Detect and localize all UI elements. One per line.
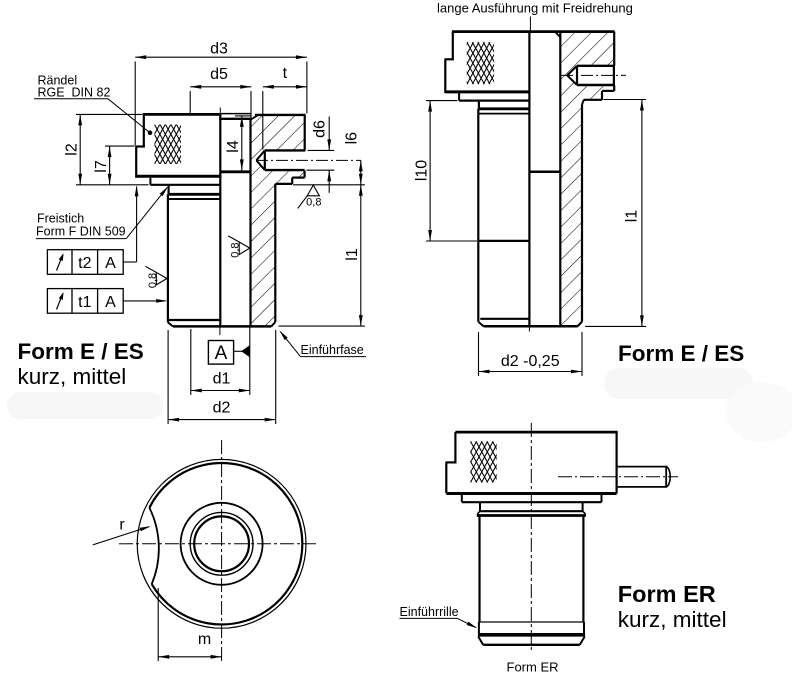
svg-text:d6: d6 bbox=[312, 120, 329, 138]
svg-text:l4: l4 bbox=[225, 140, 242, 153]
svg-text:d2: d2 bbox=[213, 400, 231, 417]
svg-text:d3: d3 bbox=[210, 41, 228, 58]
svg-text:d2 -0,25: d2 -0,25 bbox=[501, 353, 560, 370]
svg-text:RGE DIN 82: RGE DIN 82 bbox=[38, 86, 111, 100]
svg-text:kurz, mittel: kurz, mittel bbox=[618, 607, 727, 632]
svg-text:Form ER: Form ER bbox=[507, 660, 559, 675]
svg-text:r: r bbox=[119, 517, 125, 534]
svg-text:l10: l10 bbox=[414, 160, 431, 181]
svg-text:Einführrille: Einführrille bbox=[400, 605, 459, 619]
svg-text:Einführfase: Einführfase bbox=[301, 343, 364, 357]
svg-text:Form F DIN 509: Form F DIN 509 bbox=[36, 225, 126, 239]
svg-text:Form E / ES: Form E / ES bbox=[18, 339, 144, 364]
svg-text:Freistich: Freistich bbox=[37, 212, 84, 226]
svg-text:A: A bbox=[105, 294, 116, 311]
svg-text:t2: t2 bbox=[78, 255, 91, 272]
svg-text:m: m bbox=[198, 631, 211, 648]
svg-text:0,8: 0,8 bbox=[147, 273, 159, 288]
svg-text:l2: l2 bbox=[64, 143, 81, 156]
svg-text:Rändel: Rändel bbox=[38, 74, 78, 88]
svg-text:l1: l1 bbox=[624, 210, 641, 223]
svg-text:d5: d5 bbox=[210, 66, 228, 83]
svg-text:0,8: 0,8 bbox=[306, 197, 321, 209]
svg-text:l6: l6 bbox=[344, 132, 361, 145]
svg-text:lange Ausführung mit Freidrehu: lange Ausführung mit Freidrehung bbox=[437, 1, 633, 16]
svg-text:t: t bbox=[283, 65, 288, 82]
svg-text:l1: l1 bbox=[344, 248, 361, 261]
svg-text:t1: t1 bbox=[78, 294, 91, 311]
svg-text:kurz, mittel: kurz, mittel bbox=[18, 364, 127, 389]
svg-text:d1: d1 bbox=[213, 371, 231, 388]
svg-text:0,8: 0,8 bbox=[230, 242, 242, 257]
svg-text:A: A bbox=[215, 343, 228, 364]
svg-text:l7: l7 bbox=[93, 160, 110, 173]
svg-text:A: A bbox=[105, 255, 116, 272]
svg-text:Form ER: Form ER bbox=[618, 581, 716, 607]
svg-text:Form E / ES: Form E / ES bbox=[618, 341, 744, 366]
